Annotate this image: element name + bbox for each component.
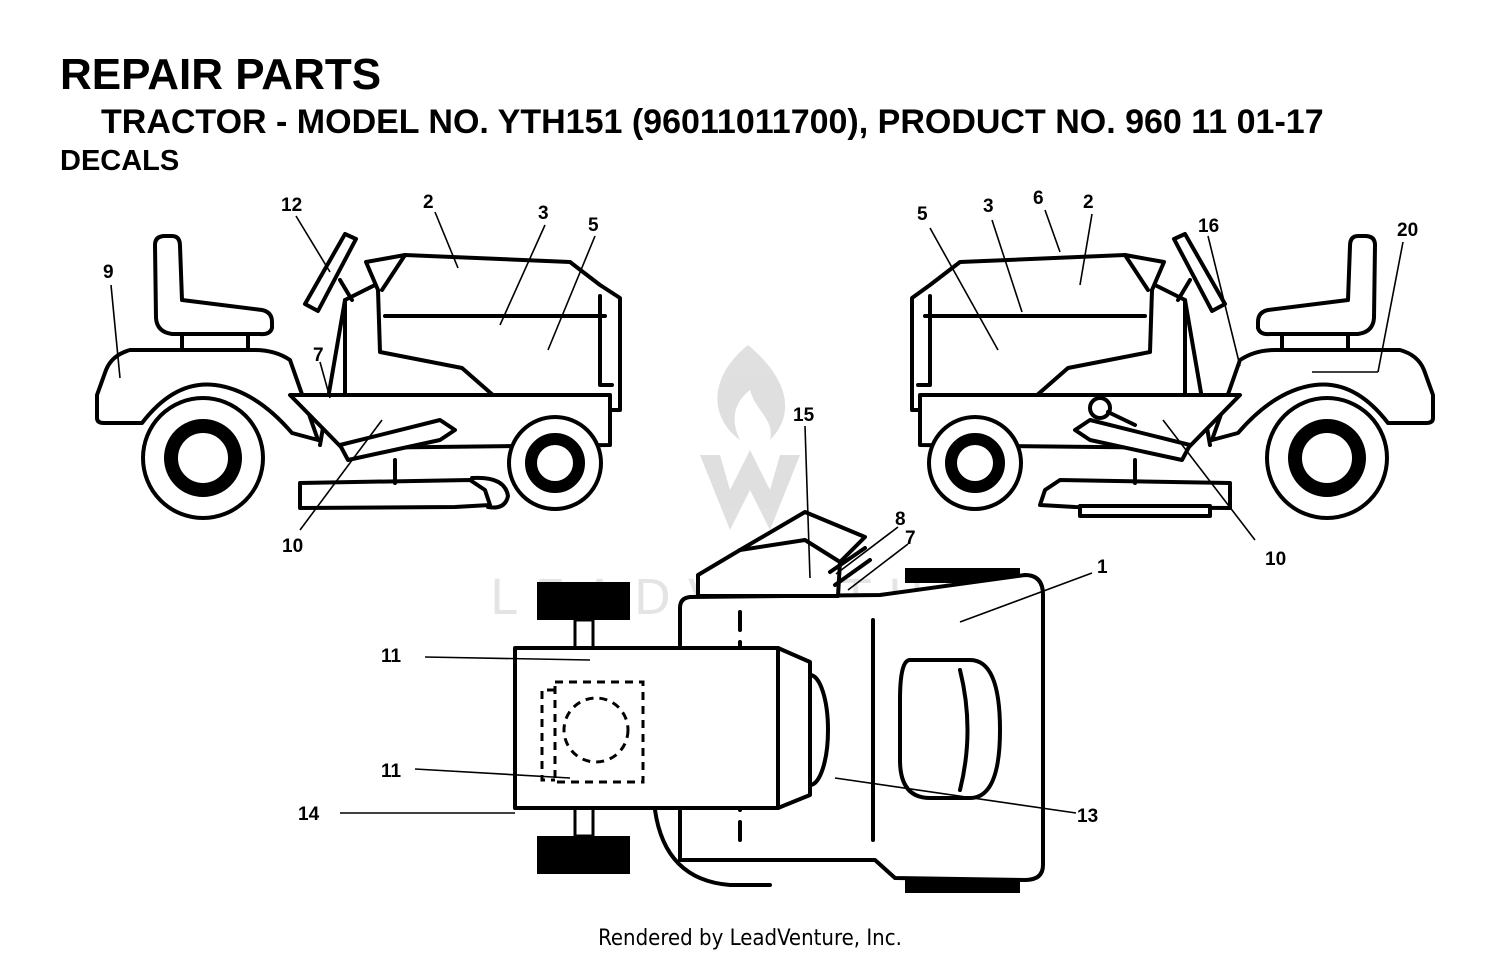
tractor-right-view: [910, 209, 1435, 541]
callout-13: 13: [1077, 806, 1098, 827]
callout-14: 14: [298, 804, 320, 825]
left-view-callouts: 9 12 2 3 5 7 10: [103, 192, 599, 557]
callout-1: 1: [1097, 557, 1108, 578]
callout-7: 7: [313, 345, 324, 366]
callout-8: 8: [895, 509, 906, 530]
callout-11-b: 11: [381, 761, 402, 782]
callout-3: 3: [538, 203, 549, 224]
footer-credit: Rendered by LeadVenture, Inc.: [598, 926, 902, 951]
section-title: DECALS: [60, 145, 180, 177]
callout-20-r: 20: [1397, 220, 1418, 241]
top-view-callouts: 15 8 7 1 11 11 14 13: [298, 405, 1108, 827]
right-view-callouts: 5 3 6 2 16 20 10: [917, 188, 1418, 570]
callout-6-r: 6: [1033, 188, 1044, 209]
callout-2-r: 2: [1083, 192, 1094, 213]
callout-5: 5: [588, 215, 599, 236]
page-title: REPAIR PARTS: [60, 50, 382, 99]
callout-11-a: 11: [381, 646, 402, 667]
watermark-logo: [700, 345, 800, 530]
callout-12: 12: [281, 195, 302, 216]
page-subtitle: TRACTOR - MODEL NO. YTH151 (96011011700)…: [101, 103, 1324, 141]
callout-5-r: 5: [917, 204, 928, 225]
callout-10: 10: [282, 536, 303, 557]
callout-10-r: 10: [1265, 549, 1286, 570]
callout-3-r: 3: [983, 196, 994, 217]
tractor-left-view: [95, 211, 622, 531]
callout-2: 2: [423, 192, 434, 213]
callout-16-r: 16: [1198, 216, 1219, 237]
callout-15: 15: [793, 405, 815, 426]
tractor-top-view: [340, 425, 1093, 893]
callout-7-t: 7: [905, 528, 916, 549]
callout-9: 9: [103, 262, 114, 283]
